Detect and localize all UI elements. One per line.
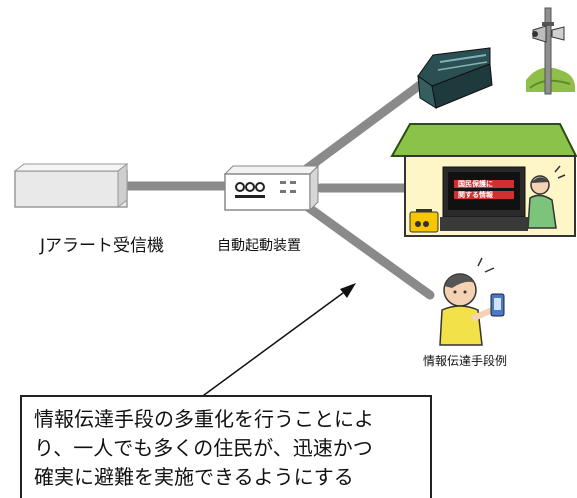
receiver-label: Jアラート受信機: [40, 236, 165, 256]
connector-device-console: [300, 80, 425, 175]
connector-device-phone: [300, 200, 435, 300]
callout-box: 情報伝達手段の多重化を行うことによ り、一人でも多くの住民が、迅速かつ 確実に避…: [20, 395, 432, 498]
broadcast-console-icon: [417, 47, 493, 110]
callout-line-2: り、一人でも多くの住民が、迅速かつ: [34, 436, 373, 460]
outdoor-speaker-pole-icon: [526, 7, 575, 98]
callout-line-1: 情報伝達手段の多重化を行うことによ: [34, 407, 374, 431]
callout-line-3: 確実に避難を実施できるようにする: [34, 465, 354, 489]
person-with-phone-icon: [439, 257, 505, 346]
example-label: 情報伝達手段例: [423, 354, 508, 368]
auto-device-label: 自動起動装置: [217, 238, 301, 254]
auto-start-device-icon: [223, 164, 320, 212]
house-tv-icon: [390, 123, 577, 237]
connector-lines: [123, 80, 435, 300]
arrow-icon: [199, 283, 356, 399]
tv-screen-text-2: 関する情報: [458, 191, 493, 199]
tv-screen-text-1: 国民保護に: [458, 180, 493, 188]
receiver-box-icon: [13, 162, 129, 209]
